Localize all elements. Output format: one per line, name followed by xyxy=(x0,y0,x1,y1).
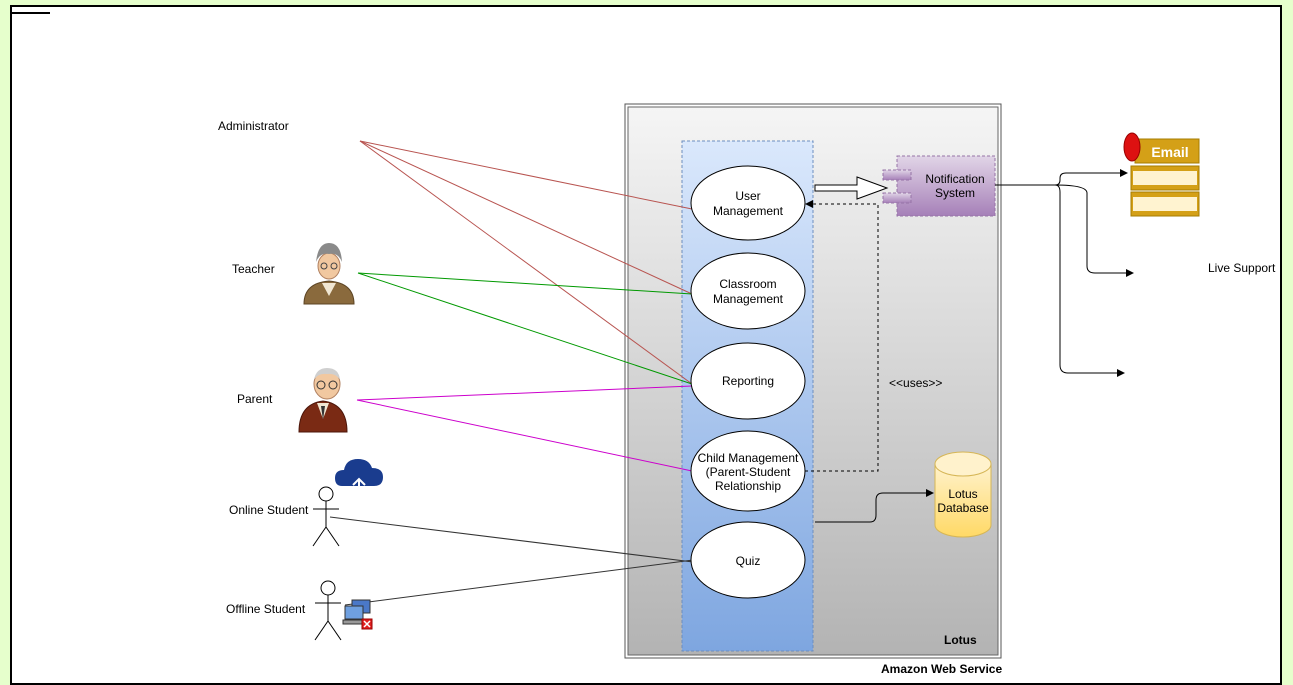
svg-text:Notification: Notification xyxy=(925,172,984,186)
notification-system[interactable]: Notification System xyxy=(882,155,996,217)
use-case-classroom-management[interactable]: Classroom Management xyxy=(690,252,806,330)
svg-text:Database: Database xyxy=(937,501,989,515)
actor-online-student-label: Online Student xyxy=(229,503,309,517)
block-arrow-to-notification xyxy=(814,176,889,200)
quiz-to-database-connector xyxy=(815,489,934,523)
uses-label: <<uses>> xyxy=(889,376,942,390)
svg-text:Child Management: Child Management xyxy=(698,451,799,465)
student-associations xyxy=(329,516,694,606)
teacher-avatar-icon xyxy=(303,243,355,305)
svg-text:Reporting: Reporting xyxy=(722,374,774,388)
svg-text:Classroom: Classroom xyxy=(719,277,776,291)
svg-text:Management: Management xyxy=(713,292,784,306)
actor-teacher-label: Teacher xyxy=(232,262,275,276)
svg-text:Management: Management xyxy=(713,204,784,218)
cloud-upload-icon xyxy=(335,459,383,495)
svg-text:User: User xyxy=(735,189,760,203)
offline-student-actor-icon xyxy=(314,580,342,641)
actor-offline-student-label: Offline Student xyxy=(226,602,306,616)
parent-avatar-icon xyxy=(298,368,348,433)
teacher-associations xyxy=(357,272,693,385)
svg-text:Lotus: Lotus xyxy=(948,487,977,501)
lotus-boundary-label: Lotus xyxy=(944,633,977,647)
svg-text:Email: Email xyxy=(1151,144,1188,160)
svg-text:Relationship: Relationship xyxy=(715,479,781,493)
svg-text:Quiz: Quiz xyxy=(736,554,761,568)
svg-text:System: System xyxy=(935,186,975,200)
aws-boundary-label: Amazon Web Service xyxy=(881,662,1002,676)
online-student-actor-icon xyxy=(312,486,340,547)
admin-associations xyxy=(359,140,693,385)
use-case-quiz[interactable]: Quiz xyxy=(690,521,806,599)
uses-dependency xyxy=(805,200,879,472)
frame-tab-marker xyxy=(12,12,50,14)
parent-associations xyxy=(356,385,693,472)
offline-computer-icon xyxy=(342,599,373,630)
use-case-reporting[interactable]: Reporting xyxy=(690,342,806,420)
use-case-child-management[interactable]: Child Management (Parent-Student Relatio… xyxy=(690,430,806,512)
svg-text:(Parent-Student: (Parent-Student xyxy=(706,465,791,479)
use-case-user-management[interactable]: User Management xyxy=(690,165,806,241)
lotus-database[interactable]: Lotus Database xyxy=(934,451,992,538)
live-support-label: Live Support xyxy=(1208,261,1276,275)
email-icon[interactable]: Email xyxy=(1123,132,1200,217)
actor-parent-label: Parent xyxy=(237,392,273,406)
notification-connectors xyxy=(995,169,1134,377)
actor-administrator-label: Administrator xyxy=(218,119,289,133)
